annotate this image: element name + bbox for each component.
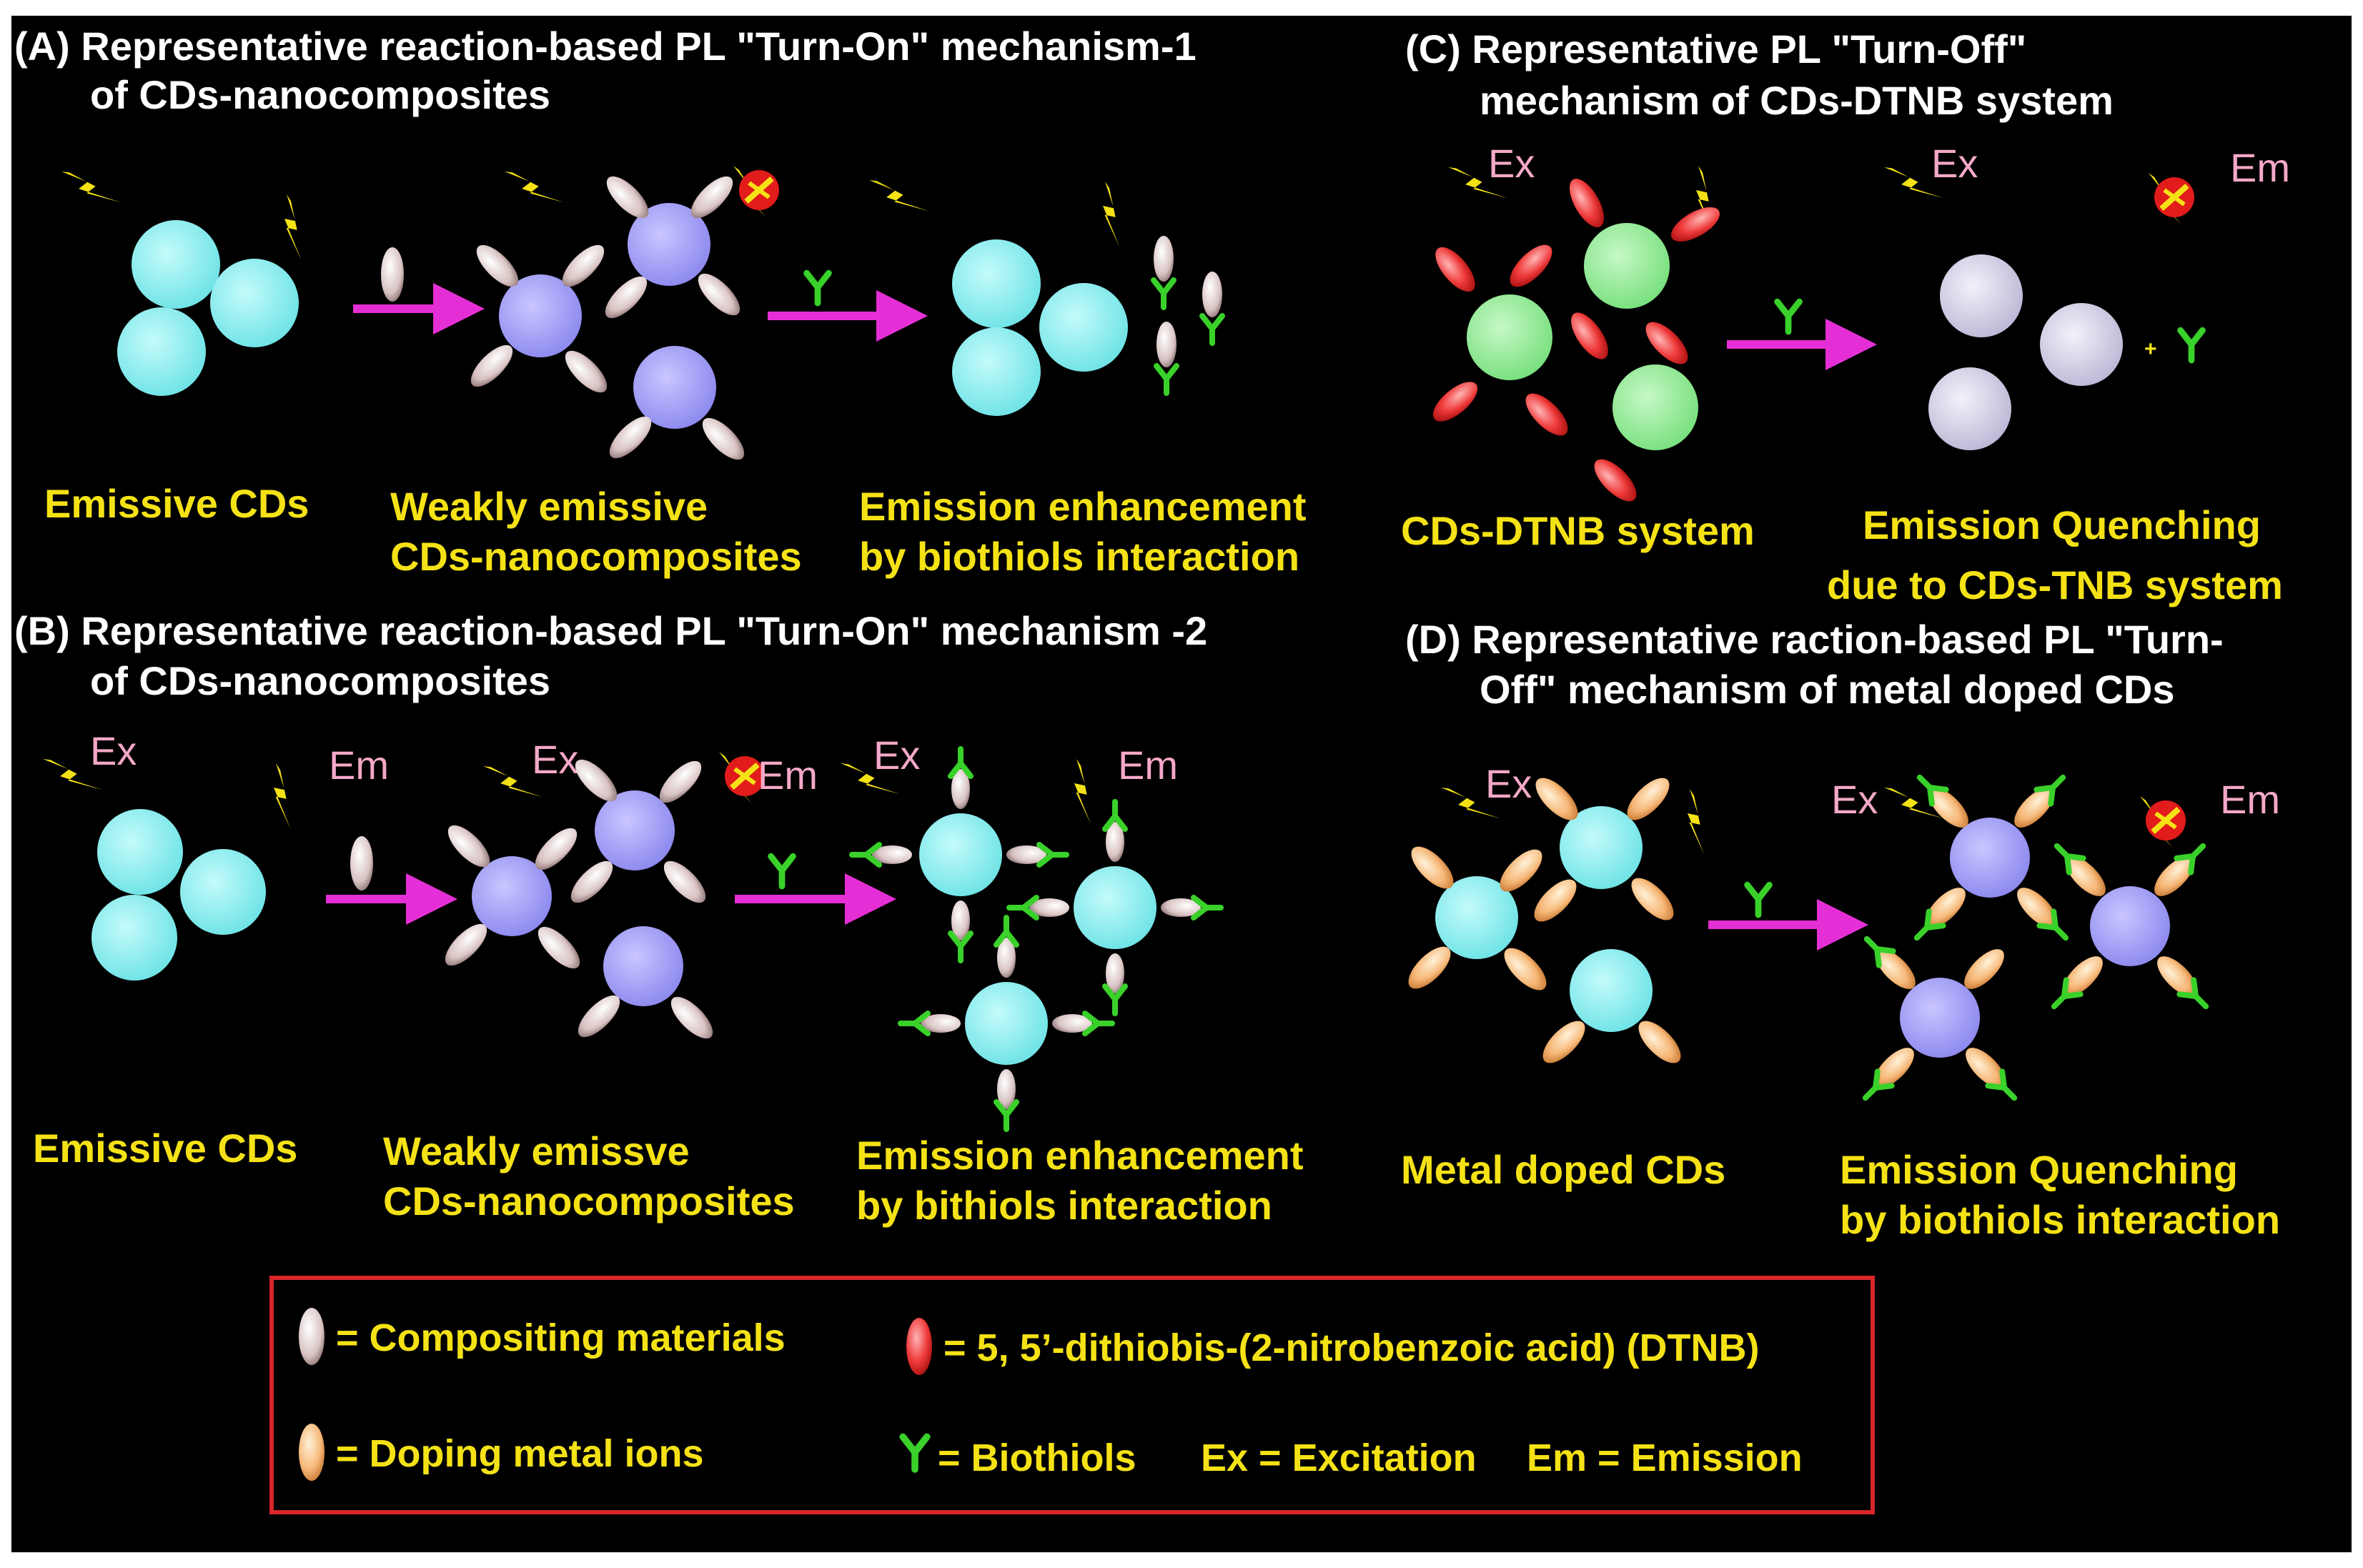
nanocomposite-cluster — [470, 176, 745, 460]
emissive-cd — [91, 895, 177, 981]
plus-sign: + — [2144, 337, 2157, 361]
em-tag: Em — [758, 753, 818, 798]
panel-d-step2-label-line2: by biothiols interaction — [1840, 1197, 2280, 1242]
emissive-cd — [132, 220, 220, 309]
emission-bolt-icon — [1670, 789, 1724, 855]
thiol-bound-cds — [852, 749, 1221, 1129]
emissive-cd — [117, 307, 206, 396]
blocked-emission-icon — [2149, 173, 2194, 224]
legend-compositing: = Compositing materials — [336, 1316, 786, 1359]
biothiol-icon — [1778, 302, 1800, 332]
blocked-emission-icon — [2140, 796, 2186, 848]
excitation-bolt-icon — [505, 153, 565, 221]
panel-c-title-line1: (C) Representative PL "Turn-Off" — [1405, 26, 2026, 71]
panel-c-title-line2: mechanism of CDs-DTNB system — [1480, 78, 2114, 123]
legend-ex-def: Ex = Excitation — [1201, 1436, 1477, 1479]
thiol-bound-metal-cds — [1858, 770, 2213, 1105]
panel-a-title-line1: (A) Representative reaction-based PL "Tu… — [14, 24, 1197, 69]
panel-b-step2-label-line2: CDs-nanocomposites — [383, 1179, 795, 1224]
panel-b-title-line1: (B) Representative reaction-based PL "Tu… — [14, 608, 1207, 653]
panel-d-title-line1: (D) Representative raction-based PL "Tur… — [1405, 617, 2224, 662]
legend: = Compositing materials = 5, 5’-dithiobi… — [269, 1276, 1875, 1514]
panel-c: (C) Representative PL "Turn-Off" mechani… — [1401, 26, 2290, 607]
panel-d-step1-label: Metal doped CDs — [1401, 1147, 1725, 1192]
panel-a-step3-label-line2: by biothiols interaction — [859, 534, 1299, 579]
emission-bolt-icon — [1085, 182, 1139, 247]
metal-doped-cluster — [1408, 778, 1681, 1063]
panel-b-step3-label-line2: by bithiols interaction — [856, 1183, 1272, 1228]
panel-a-step2-label-line2: CDs-nanocomposites — [390, 534, 802, 579]
quenched-cds — [1928, 254, 2123, 450]
panel-d-step2-label-line1: Emission Quenching — [1840, 1147, 2238, 1192]
ex-tag: Ex — [90, 728, 137, 773]
panel-b-step1-label: Emissive CDs — [33, 1126, 297, 1171]
ex-tag: Ex — [1488, 141, 1535, 186]
panel-a: (A) Representative reaction-based PL "Tu… — [14, 24, 1307, 579]
ex-tag: Ex — [532, 737, 578, 782]
em-tag: Em — [2230, 145, 2290, 190]
em-tag: Em — [1118, 743, 1178, 788]
ex-tag: Ex — [1485, 761, 1532, 806]
legend-biothiols: = Biothiols — [938, 1436, 1136, 1479]
panel-a-step3-label-line1: Emission enhancement — [859, 484, 1307, 529]
panel-c-step2-label-line1: Emission Quenching — [1863, 502, 2261, 547]
doping-metal-swatch — [299, 1424, 325, 1481]
biothiol-icon — [2181, 330, 2203, 360]
emissive-cd — [952, 327, 1041, 416]
panel-b-step3-label-line1: Emission enhancement — [856, 1133, 1304, 1178]
excitation-bolt-icon — [61, 153, 122, 221]
ex-tag: Ex — [1931, 141, 1978, 186]
panel-c-step2-label-line2: due to CDs-TNB system — [1827, 562, 2283, 607]
panel-a-step1-label: Emissive CDs — [44, 481, 309, 526]
emission-bolt-icon — [1056, 759, 1111, 825]
biothiol-icon — [1748, 885, 1770, 915]
biothiol-icon — [771, 856, 793, 886]
panel-d-title-line2: Off" mechanism of metal doped CDs — [1480, 667, 2174, 712]
released-composite-thiol — [1154, 236, 1222, 393]
ex-tag: Ex — [1831, 777, 1878, 822]
compositing-material — [381, 247, 404, 302]
legend-em-def: Em = Emission — [1527, 1436, 1803, 1479]
emissive-cd — [210, 259, 299, 347]
panel-b-title-line2: of CDs-nanocomposites — [90, 658, 550, 703]
panel-c-step1-label: CDs-DTNB system — [1401, 508, 1755, 553]
emissive-cd — [952, 239, 1041, 328]
panel-d: (D) Representative raction-based PL "Tur… — [1401, 617, 2280, 1242]
legend-border — [269, 1276, 1875, 1514]
emissive-cd — [97, 809, 183, 895]
dtnb-swatch — [906, 1318, 932, 1375]
emission-bolt-icon — [256, 763, 310, 829]
compositing-material — [350, 836, 373, 890]
panel-a-title-line2: of CDs-nanocomposites — [90, 72, 550, 117]
excitation-bolt-icon — [869, 162, 929, 229]
emission-bolt-icon — [267, 194, 321, 260]
cds-dtnb-cluster — [1432, 179, 1720, 502]
blocked-emission-icon — [733, 166, 779, 217]
em-tag: Em — [2220, 777, 2280, 822]
legend-doping: = Doping metal ions — [336, 1432, 704, 1475]
compositing-material-swatch — [299, 1308, 325, 1365]
diagram-svg: (A) Representative reaction-based PL "Tu… — [14, 24, 2290, 1514]
emissive-cd — [180, 849, 266, 935]
panel-b-step2-label-line1: Weakly emissve — [383, 1128, 690, 1173]
biothiol-icon — [807, 273, 829, 303]
legend-dtnb: = 5, 5’-dithiobis-(2-nitrobenzoic acid) … — [943, 1326, 1760, 1369]
panel-a-step2-label-line1: Weakly emissive — [390, 484, 708, 529]
nanocomposite-cluster — [445, 759, 713, 1039]
emissive-cd — [1039, 283, 1128, 372]
figure-canvas: (A) Representative reaction-based PL "Tu… — [11, 16, 2352, 1552]
ex-tag: Ex — [873, 733, 920, 778]
panel-b: (B) Representative reaction-based PL "Tu… — [14, 608, 1304, 1228]
biothiol-icon — [903, 1436, 927, 1469]
em-tag: Em — [329, 743, 389, 788]
